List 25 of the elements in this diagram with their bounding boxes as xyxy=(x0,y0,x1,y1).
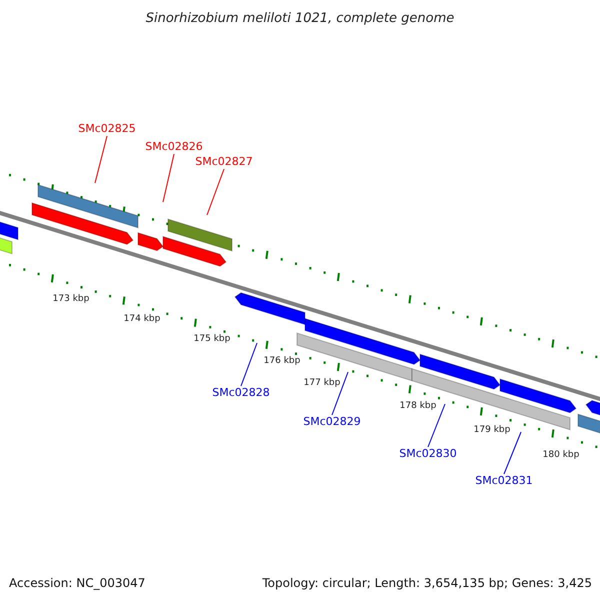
position-label: 174 kbp xyxy=(122,313,162,326)
position-label: 178 kbp xyxy=(398,400,438,413)
position-label: 173 kbp xyxy=(52,293,90,306)
leader-line xyxy=(428,404,446,448)
footer-text: Accession: NC_003047 xyxy=(9,575,146,592)
position-label: 179 kbp xyxy=(472,424,512,437)
position-label: 180 kbp xyxy=(542,449,580,462)
leader-line xyxy=(94,136,108,184)
leader-line xyxy=(162,154,174,202)
footer-text: Topology: circular; Length: 3,654,135 bp; Genes: 3,425 xyxy=(262,575,592,592)
gene-label: SMc02831 xyxy=(469,474,539,488)
leader-line xyxy=(206,168,224,216)
position-label: 177 kbp xyxy=(302,377,342,390)
leader-line xyxy=(332,372,348,416)
position-label: 176 kbp xyxy=(262,355,302,368)
gene-label: SMc02829 xyxy=(297,415,367,429)
position-label: 175 kbp xyxy=(192,333,232,346)
gene-label: SMc02830 xyxy=(393,447,463,461)
title: Sinorhizobium meliloti 1021, complete genome xyxy=(144,10,456,28)
leader-line xyxy=(504,432,522,474)
gene-label: SMc02825 xyxy=(72,122,142,136)
leader-line xyxy=(240,342,258,386)
gene-label: SMc02827 xyxy=(189,155,259,169)
gene-label: SMc02826 xyxy=(139,140,209,154)
gene-label: SMc02828 xyxy=(206,386,276,400)
